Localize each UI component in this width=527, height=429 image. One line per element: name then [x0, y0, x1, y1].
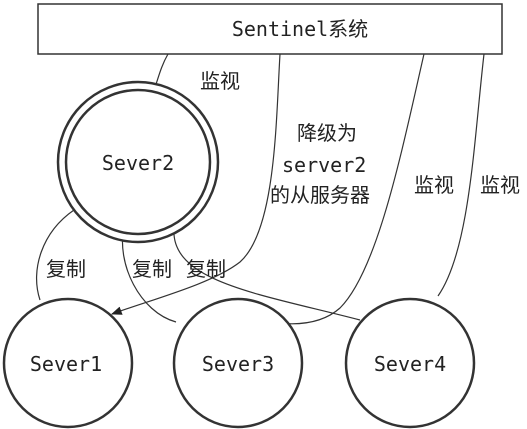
sentinel-box	[37, 3, 503, 55]
monitor-sever3-label: 监视	[414, 173, 454, 197]
sentinel-label: Sentinel系统	[232, 17, 368, 41]
replicate-sever3-label: 复制	[132, 257, 172, 281]
demote-label-line2: server2	[282, 153, 366, 177]
edge-demote-sever1	[110, 53, 281, 315]
sever4-node	[344, 297, 476, 429]
replicate-sever1-label: 复制	[46, 257, 86, 281]
sever4-label: Sever4	[374, 352, 446, 376]
sever1-label: Sever1	[30, 352, 102, 376]
edge-monitor-sever3	[269, 53, 425, 325]
edge-replicate-sever1	[36, 209, 75, 301]
sever2-node-inner	[64, 88, 212, 236]
replicate-sever4-label: 复制	[186, 257, 226, 281]
sever3-node	[172, 297, 304, 429]
sever2-label: Sever2	[102, 151, 174, 175]
demote-label-line1: 降级为	[297, 121, 357, 145]
sever3-label: Sever3	[202, 352, 274, 376]
monitor-sever2-label: 监视	[200, 69, 240, 93]
monitor-sever4-label: 监视	[480, 173, 520, 197]
edge-monitor-sever4	[437, 53, 485, 297]
demote-label-line3: 的从服务器	[270, 183, 370, 207]
edge-replicate-sever4	[173, 227, 361, 321]
sever1-node	[2, 297, 134, 429]
